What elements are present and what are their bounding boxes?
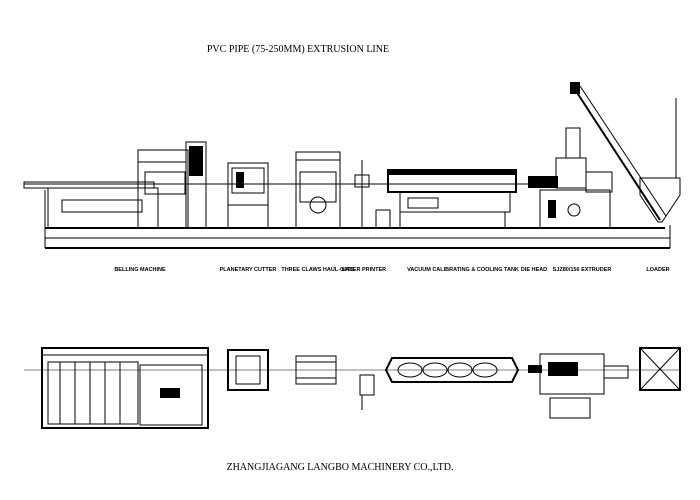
belling-machine-plan	[41, 347, 209, 429]
label-belling-machine: BELLING MACHINE	[114, 267, 166, 273]
label-die-head: DIE HEAD	[521, 267, 547, 273]
pipe	[23, 181, 155, 189]
label-extruder: SJZ80/156 EXTRUDER	[553, 267, 612, 273]
laser-printer-elevation	[354, 160, 391, 229]
extruder-plan	[528, 353, 629, 419]
elevation-view	[23, 82, 681, 249]
loader-plan	[639, 347, 681, 391]
label-vacuum-tank: VACUUM CALIBRATING & COOLING TANK	[407, 267, 519, 273]
haul-off-elevation	[295, 151, 341, 229]
machine-labels: BELLING MACHINE PLANETARY CUTTER THREE C…	[114, 267, 669, 273]
planetary-cutter-elevation	[227, 162, 269, 229]
company-footer: ZHANGJIAGANG LANGBO MACHINERY CO.,LTD.	[226, 462, 453, 473]
loader-elevation	[570, 82, 681, 223]
belling-machine-elevation	[47, 141, 207, 229]
haul-off-plan	[295, 355, 337, 385]
vacuum-tank-plan	[384, 357, 520, 383]
vacuum-tank-elevation	[387, 169, 517, 229]
planetary-cutter-plan	[227, 349, 269, 391]
drawing-title: PVC PIPE (75-250MM) EXTRUSION LINE	[207, 44, 389, 55]
label-loader: LOADER	[646, 267, 669, 273]
label-haul-off: THREE CLAWS HAUL-OFFS	[281, 267, 355, 273]
extruder-elevation	[528, 127, 613, 229]
label-laser-printer: LASER PRINTER	[342, 267, 386, 273]
laser-printer-plan	[359, 374, 375, 410]
label-planetary-cutter: PLANETARY CUTTER	[220, 267, 277, 273]
plan-view	[24, 347, 681, 429]
